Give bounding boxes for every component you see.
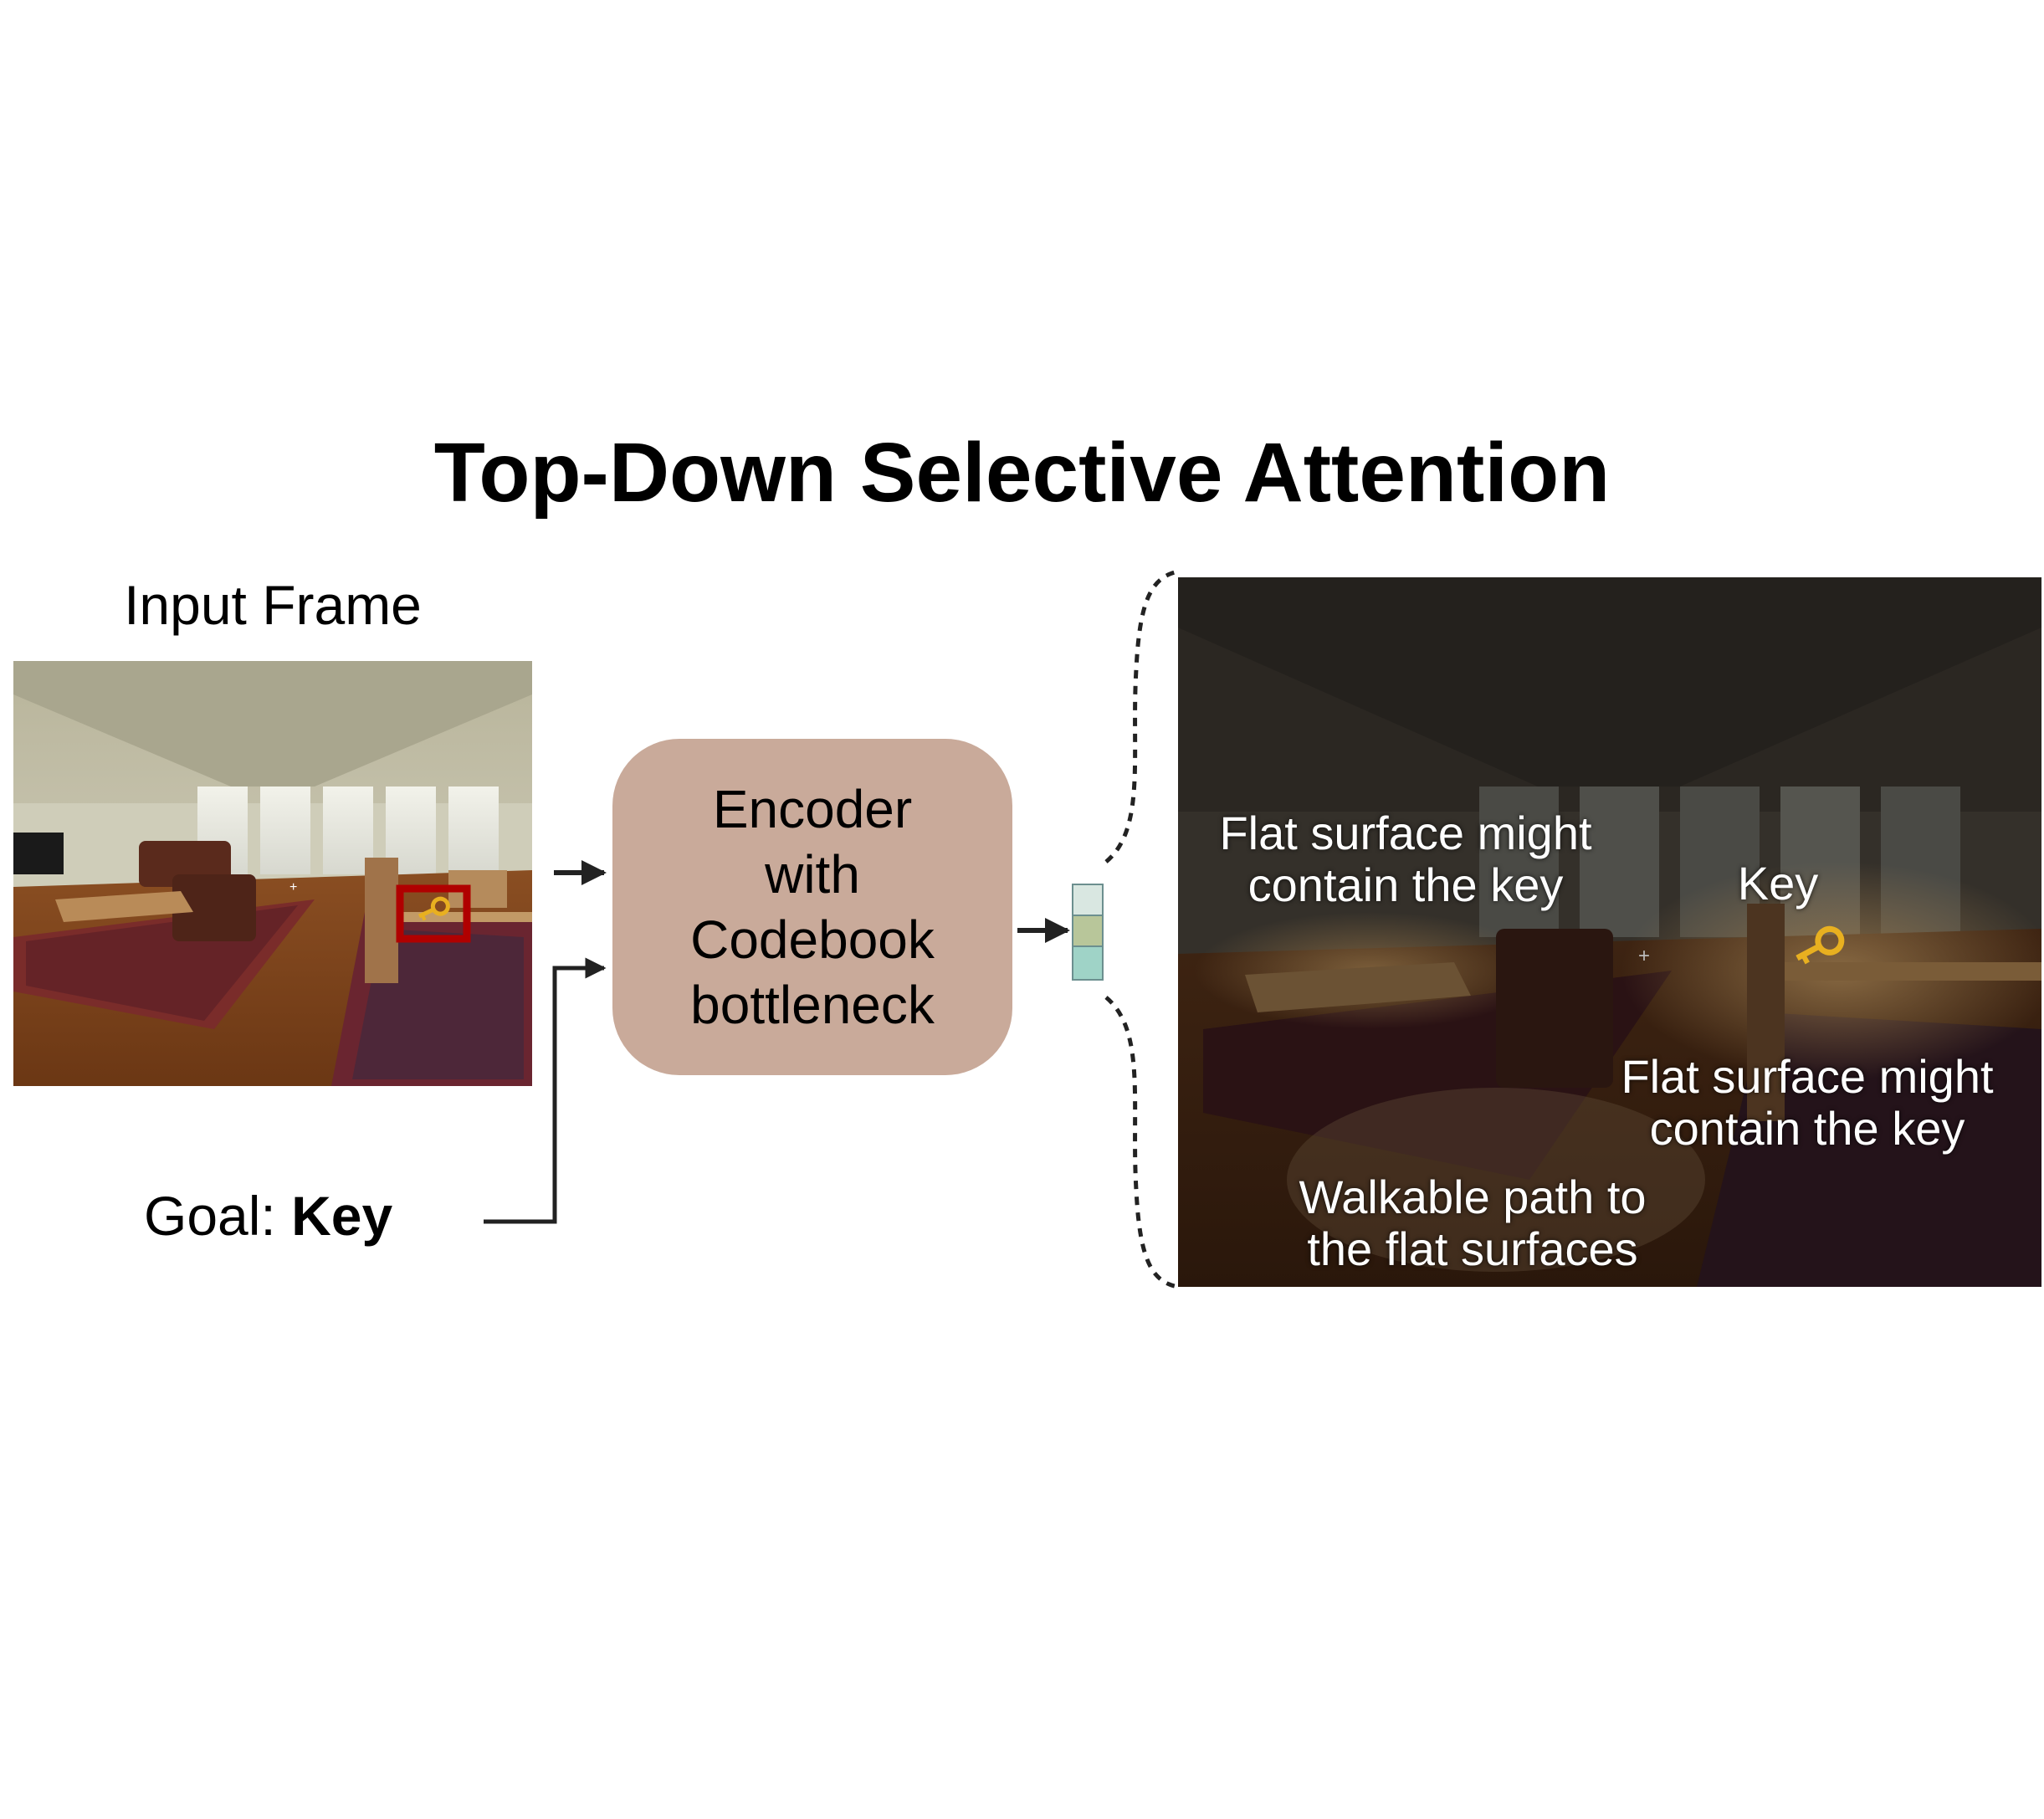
- code-cell-1: [1073, 885, 1102, 916]
- svg-text:+: +: [1638, 945, 1650, 967]
- goal-prefix: Goal:: [144, 1185, 292, 1247]
- annotation-line: Flat surface might: [1621, 1050, 1994, 1103]
- annotation-line: Key: [1737, 857, 1819, 910]
- encoder-line-3: Codebook: [690, 910, 935, 970]
- diagram-title: Top-Down Selective Attention: [433, 426, 1611, 520]
- key-highlight-box: [396, 884, 471, 943]
- annotation-line: contain the key: [1649, 1102, 1965, 1155]
- annotation-flat-surface-left: Flat surface might contain the key: [1188, 807, 1623, 911]
- annotation-key: Key: [1707, 858, 1849, 910]
- annotation-walkable-path: Walkable path to the flat surfaces: [1255, 1171, 1690, 1275]
- code-cell-2: [1073, 916, 1102, 947]
- brace-bottom: [1104, 996, 1179, 1289]
- encoder-line-4: bottleneck: [690, 975, 935, 1035]
- brace-top: [1104, 569, 1179, 863]
- encoder-line-1: Encoder: [712, 779, 913, 839]
- annotation-line: contain the key: [1247, 858, 1564, 911]
- goal-label: Goal: Key: [144, 1178, 392, 1253]
- code-vector: [1072, 884, 1104, 981]
- input-frame-image: +: [13, 661, 532, 1086]
- annotation-flat-surface-right: Flat surface might contain the key: [1590, 1051, 2025, 1155]
- output-key-icon: [1796, 925, 1845, 965]
- encoder-box: Encoder with Codebook bottleneck: [612, 739, 1012, 1075]
- encoder-line-2: with: [765, 844, 860, 904]
- input-frame-label: Input Frame: [124, 574, 422, 636]
- code-cell-3: [1073, 947, 1102, 979]
- annotation-line: Flat surface might: [1219, 807, 1592, 859]
- svg-text:+: +: [289, 880, 297, 894]
- goal-value: Key: [291, 1185, 393, 1247]
- key-icon: [418, 896, 450, 921]
- annotation-line: Walkable path to: [1299, 1171, 1647, 1223]
- goal-arrow: [484, 957, 607, 1224]
- output-frame-image: +: [1178, 577, 2041, 1287]
- annotation-line: the flat surfaces: [1307, 1222, 1638, 1275]
